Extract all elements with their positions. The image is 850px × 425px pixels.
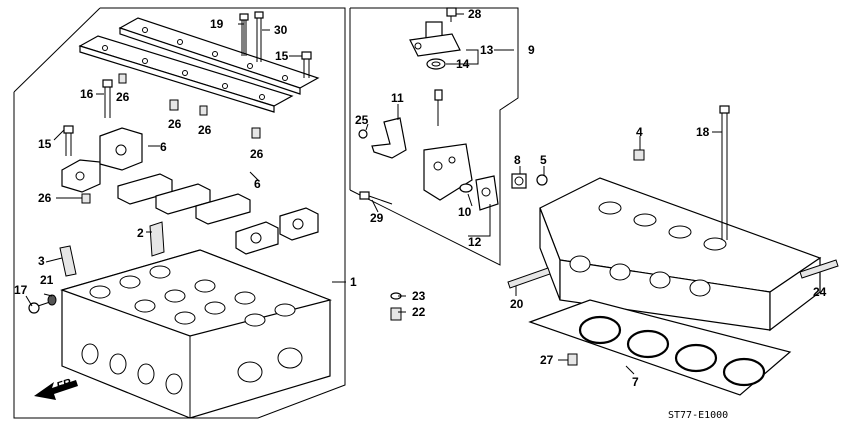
bolt-18 (719, 105, 730, 240)
stud-3 (59, 245, 77, 277)
callout-6b: 6 (254, 177, 261, 191)
stud-20 (507, 267, 551, 289)
callout-2: 2 (137, 226, 144, 240)
gasket-12 (475, 175, 499, 211)
callout-29: 29 (370, 211, 384, 225)
dowel-27 (567, 353, 578, 366)
gasket-14 (426, 58, 446, 70)
callout-11: 11 (391, 91, 404, 105)
callout-24: 24 (813, 285, 827, 299)
callout-19: 19 (210, 17, 224, 31)
callout-6a: 6 (160, 140, 167, 154)
callout-labels: 1 2 3 4 5 6 6 7 8 9 10 11 12 13 14 15 15… (14, 7, 827, 389)
callout-3: 3 (38, 254, 45, 268)
head-gasket-7 (528, 299, 792, 396)
vtec-valve-body (423, 143, 473, 201)
bolt-2 (149, 221, 165, 257)
plug-4 (633, 149, 645, 161)
bolt-17 (28, 301, 51, 314)
callout-18: 18 (696, 125, 710, 139)
bolt-30 (254, 11, 264, 62)
callout-17: 17 (14, 283, 28, 297)
callout-26a: 26 (116, 90, 130, 104)
washer-21 (47, 294, 57, 306)
callout-14: 14 (456, 57, 470, 71)
o-ring-10 (459, 183, 473, 193)
callout-30: 30 (274, 23, 288, 37)
callout-16: 16 (80, 87, 94, 101)
callout-13: 13 (480, 43, 494, 57)
callout-22: 22 (412, 305, 426, 319)
bracket-11 (371, 117, 407, 159)
callout-26d: 26 (250, 147, 264, 161)
rocker-holder-plate-lower (78, 35, 294, 113)
filter-bolt (434, 89, 443, 126)
stud-24 (799, 259, 839, 279)
bolt-28 (446, 7, 457, 22)
callout-27: 27 (540, 353, 554, 367)
callout-25: 25 (355, 113, 369, 127)
callout-20: 20 (510, 297, 524, 311)
dowel-22 (390, 307, 402, 321)
callout-12: 12 (468, 235, 482, 249)
callout-23: 23 (412, 289, 426, 303)
callout-26e: 26 (38, 191, 52, 205)
callout-15a: 15 (275, 49, 289, 63)
diagram-code: ST77-E1000 (668, 410, 728, 421)
callout-21: 21 (40, 273, 54, 287)
callout-7: 7 (632, 375, 639, 389)
callout-26b: 26 (168, 117, 182, 131)
callout-5: 5 (540, 153, 547, 167)
callout-15b: 15 (38, 137, 52, 151)
leader-lines (25, 13, 821, 375)
bolt-19 (239, 13, 249, 56)
bolt-16 (102, 79, 113, 118)
callout-1: 1 (350, 275, 357, 289)
front-label: FR. (55, 376, 76, 393)
bolt-25 (358, 129, 368, 139)
vtec-solenoid-13 (409, 21, 461, 57)
rocker-holder-plate-upper (118, 17, 320, 95)
callout-10: 10 (458, 205, 472, 219)
assembly-1-border (13, 7, 346, 419)
callout-9: 9 (528, 43, 535, 57)
bolt-15-lower (63, 125, 74, 156)
callout-26c: 26 (198, 123, 212, 137)
cylinder-head-left (60, 249, 332, 419)
assembly-9-border (349, 7, 519, 266)
front-arrow-icon (34, 380, 78, 400)
callout-8: 8 (514, 153, 521, 167)
sensor-8 (511, 173, 527, 189)
plug-5 (536, 174, 548, 186)
bolt-29 (359, 191, 393, 205)
callout-4: 4 (636, 125, 643, 139)
callout-28: 28 (468, 7, 482, 21)
camshaft-holders-6 (61, 127, 319, 255)
